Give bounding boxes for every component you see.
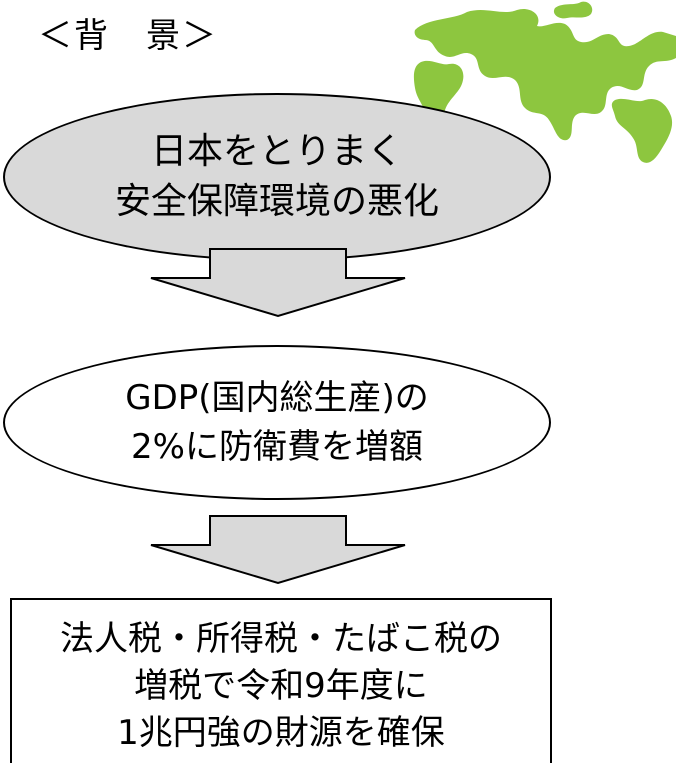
step-3-line-3: 1兆円強の財源を確保 [117,713,445,753]
step-2-oval: GDP(国内総生産)の 2%に防衛費を増額 [3,345,551,500]
down-arrow-icon [150,515,406,585]
heading: ＜背 景＞ [38,16,218,56]
step-3-line-2: 増税で令和9年度に [134,666,428,706]
step-2-line-1: GDP(国内総生産)の [125,377,429,418]
step-2-line-2: 2%に防衛費を増額 [131,426,423,467]
world-map-icon [413,1,676,163]
step-1-line-1: 日本をとりまく [150,131,403,172]
step-3-line-1: 法人税・所得税・たばこ税の [60,619,502,659]
step-1-line-2: 安全保障環境の悪化 [114,181,439,222]
down-arrow-icon [150,248,406,318]
step-3-box: 法人税・所得税・たばこ税の 増税で令和9年度に 1兆円強の財源を確保 [10,598,552,763]
step-1-oval: 日本をとりまく 安全保障環境の悪化 [3,93,551,261]
